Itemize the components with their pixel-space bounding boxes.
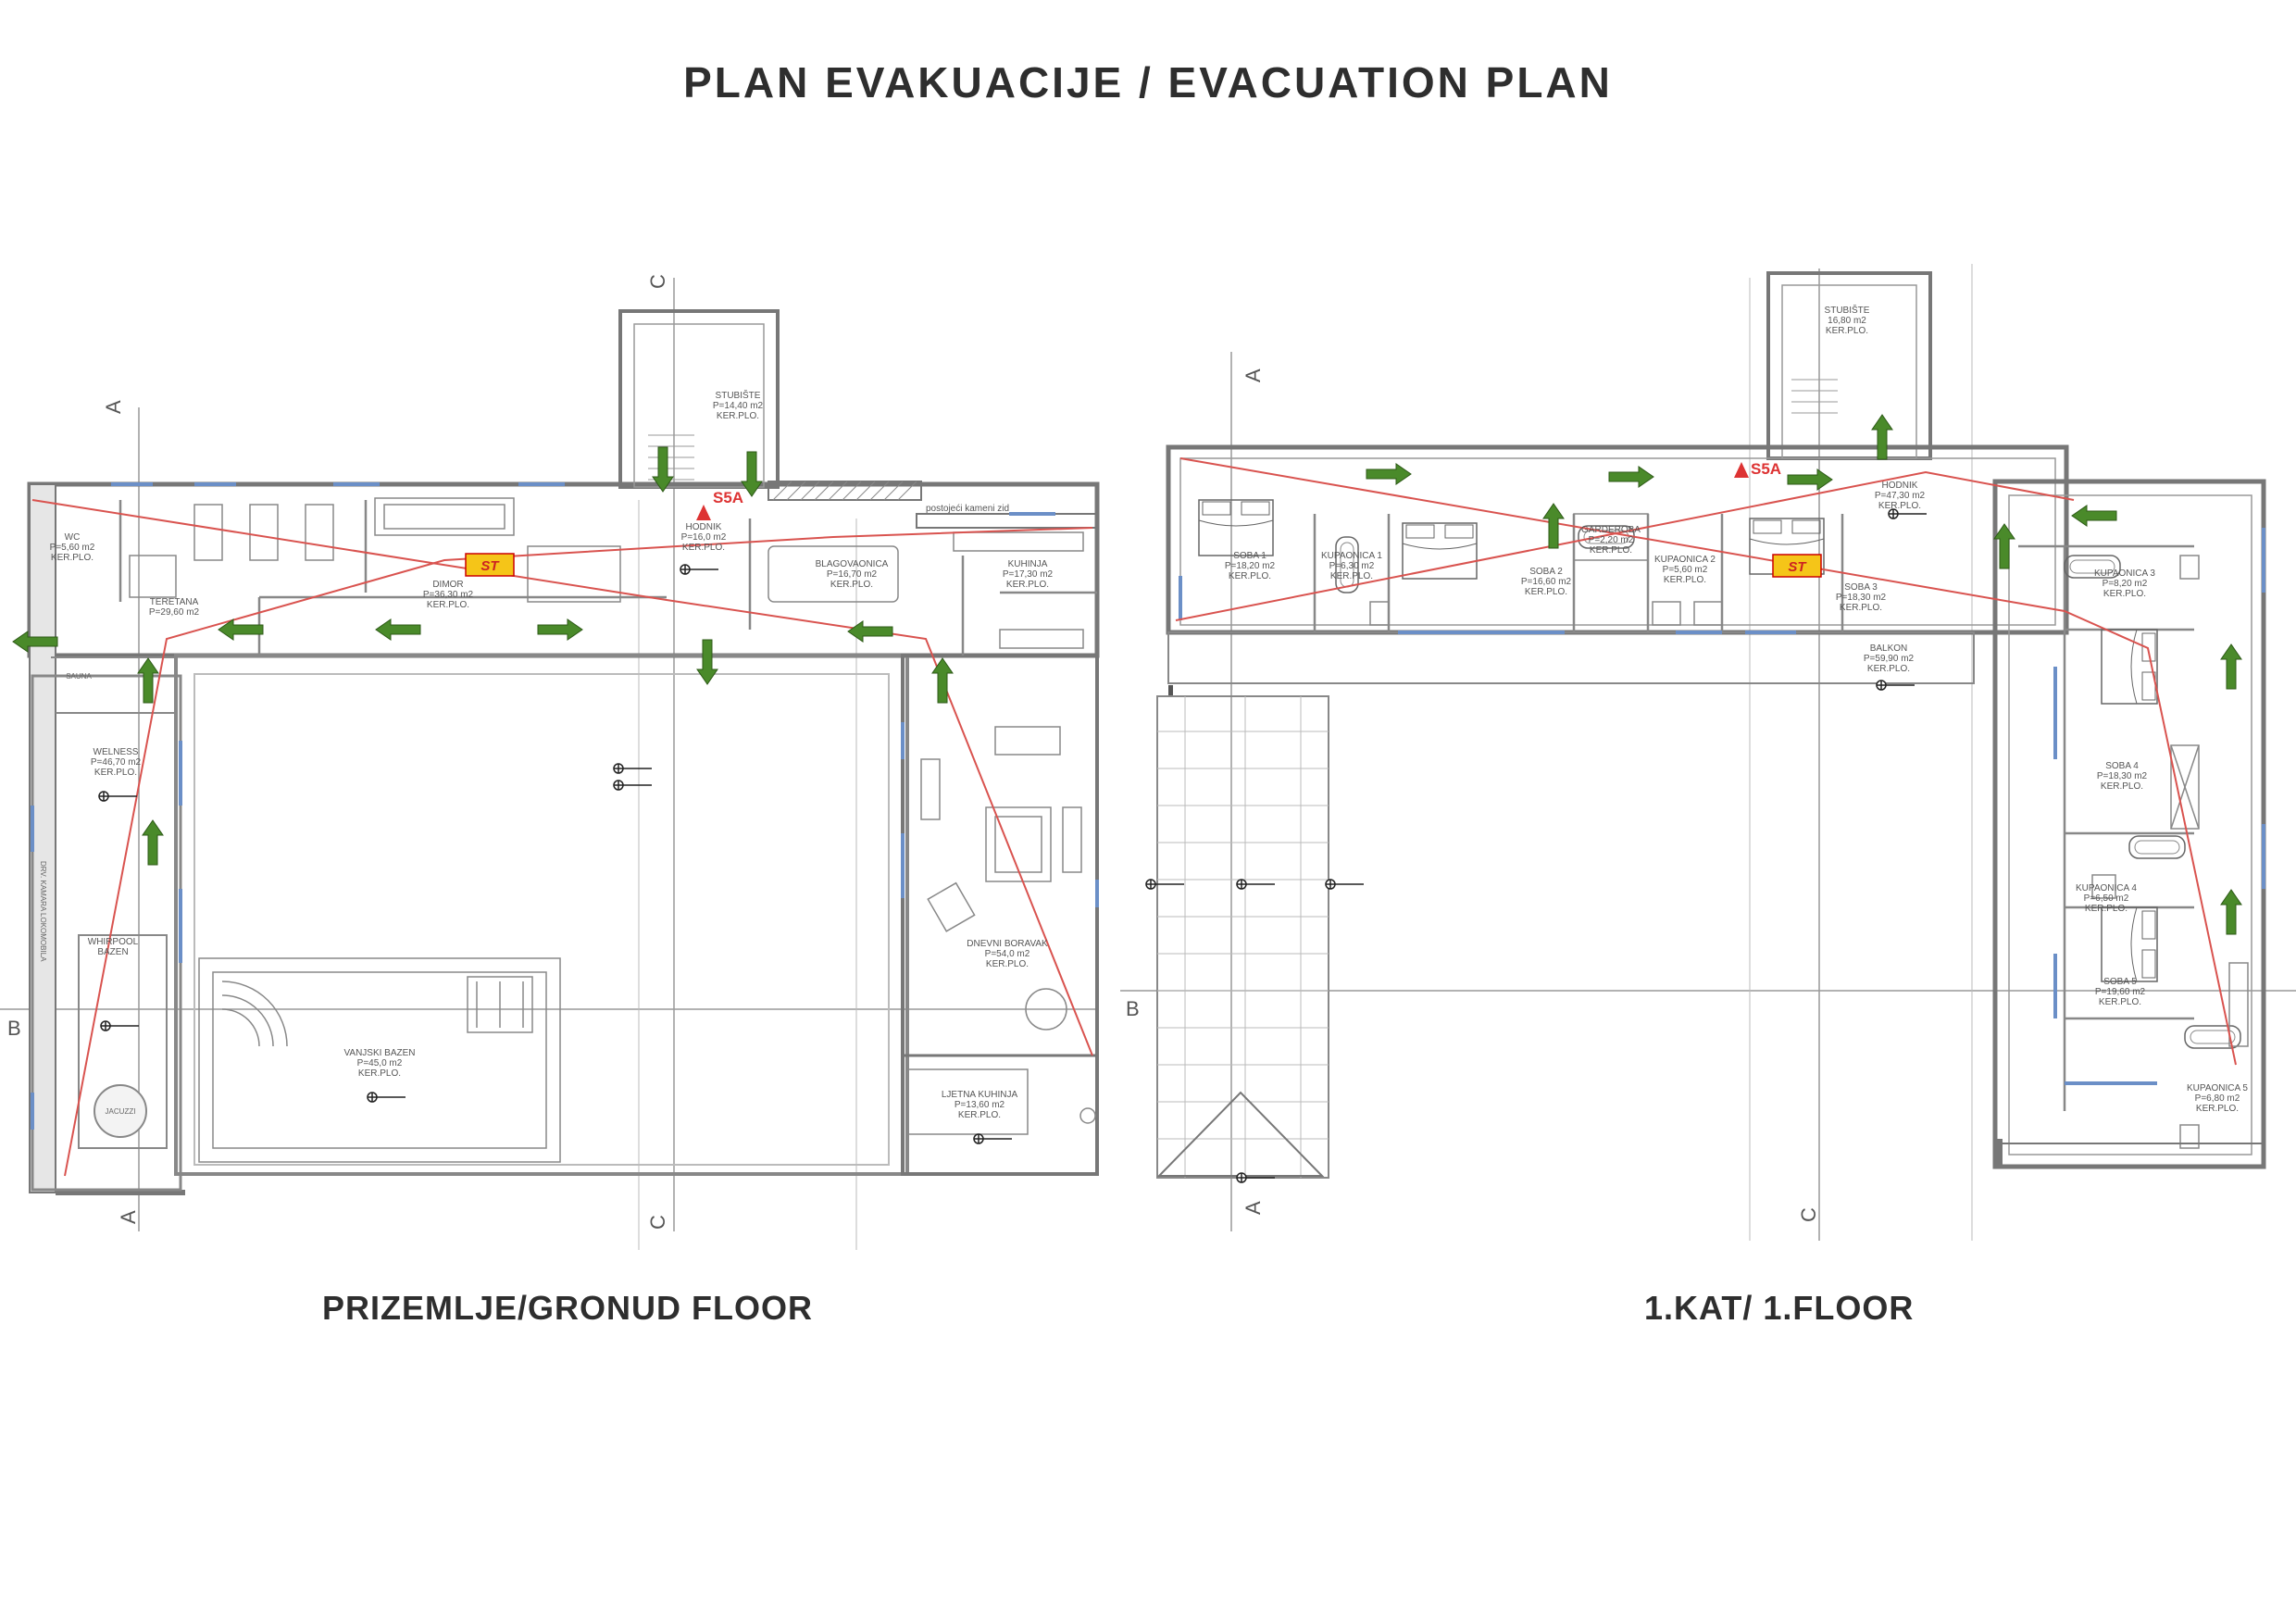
first-exit-arrows [1366,414,2242,935]
axis-b-left: B [7,1017,21,1040]
hydrant-first-label: S5A [1751,460,1781,478]
axis-b-first: B [1126,997,1140,1020]
first-floor-caption: 1.KAT/ 1.FLOOR [1644,1289,1915,1327]
sauna-label: SAUNA [66,672,92,681]
axis-a-first-bottom: A [1242,1201,1265,1215]
axis-c-first-bottom: C [1797,1207,1820,1222]
axis-a-first-top: A [1242,369,1265,382]
side-note: DRV. KAMARA LOKOMOBILA [39,861,47,962]
axis-a-top: A [102,400,125,414]
axis-c-top: C [646,274,669,289]
axis-c-bottom: C [646,1215,669,1230]
ground-floor-caption: PRIZEMLJE/GRONUD FLOOR [322,1289,814,1327]
extinguisher-ground-label: ST [480,558,500,574]
stone-wall-note: postojeći kameni zid [926,504,1009,514]
axis-a-bottom: A [117,1210,140,1224]
ground-floor-plan: JACUZZI ST S5A [0,274,1100,1250]
page-title: PLAN EVAKUACIJE / EVACUATION PLAN [683,58,1613,106]
extinguisher-first-label: ST [1788,559,1807,575]
hydrant-ground-label: S5A [713,489,743,506]
jacuzzi-label: JACUZZI [106,1107,136,1116]
